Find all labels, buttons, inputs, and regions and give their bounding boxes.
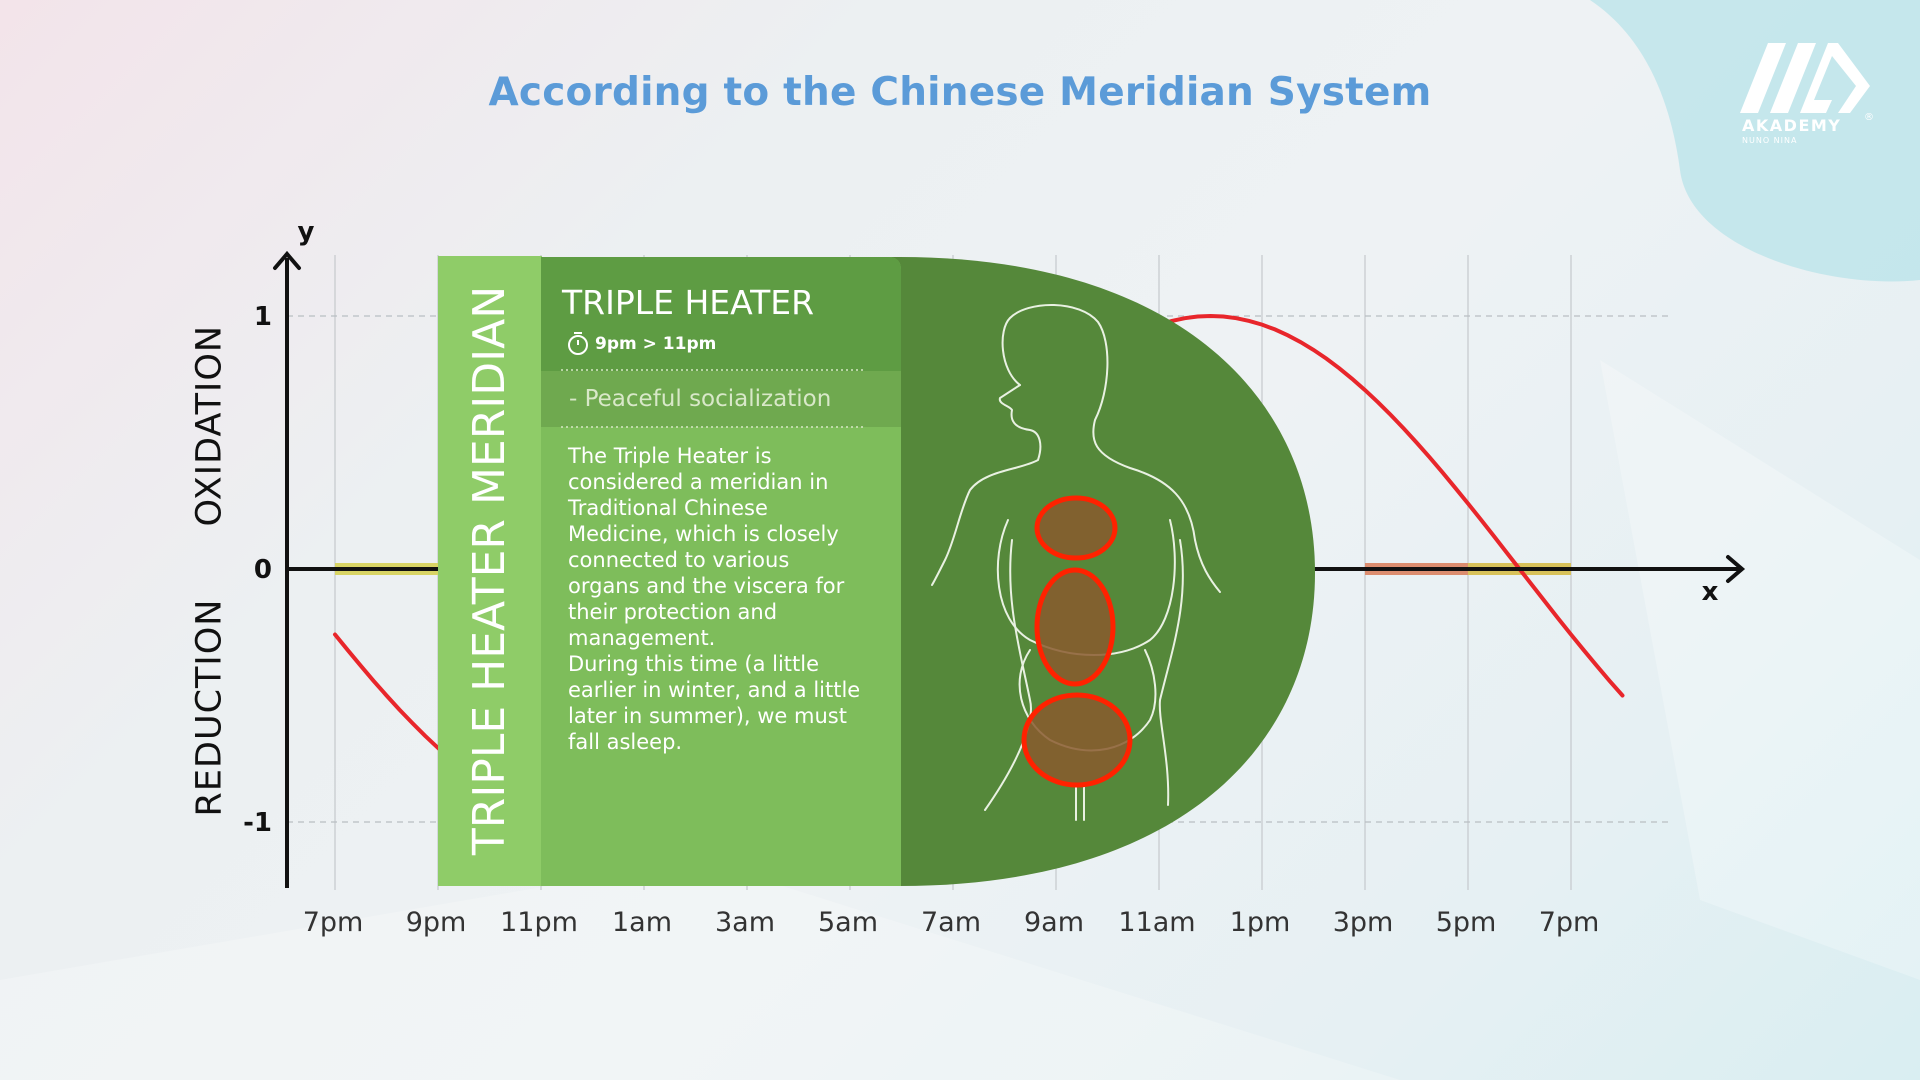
- card-band-label: TRIPLE HEATER MERIDIAN: [464, 285, 516, 855]
- y-tick-label: 0: [254, 555, 272, 585]
- card-band-label-wrap: TRIPLE HEATER MERIDIAN: [438, 255, 542, 885]
- card-body-text: The Triple Heater is considered a meridi…: [568, 444, 861, 754]
- x-tick-label: 1pm: [1230, 907, 1291, 938]
- x-axis-label: x: [1702, 577, 1719, 607]
- decor-triangle-bottom: [0, 860, 1400, 1080]
- x-axis-arrow: [1726, 555, 1746, 583]
- human-torso-organs-icon: [931, 303, 1221, 821]
- x-tick-label: 1am: [612, 907, 672, 938]
- y-axis-arrow: [273, 250, 301, 270]
- decor-top-right-swirl: [1590, 0, 1920, 282]
- x-tick-label: 7pm: [303, 907, 364, 938]
- x-tick-label: 9pm: [406, 907, 467, 938]
- card-title: TRIPLE HEATER: [562, 283, 815, 322]
- x-tick-label: 3pm: [1333, 907, 1394, 938]
- x-tick-label: 11am: [1118, 907, 1195, 938]
- y-tick-label: 1: [254, 302, 272, 332]
- organ-highlight-lower: [1021, 692, 1133, 788]
- card-subtitle-panel: [541, 371, 901, 427]
- y-tick-label: -1: [243, 808, 272, 838]
- tick-label-layer: 1 0 -1 7pm 9pm 11pm 1am 3am 5am 7am 9am 11am 1pm 3pm 5…: [243, 302, 1599, 938]
- logo-subtitle: NUNO NINA: [1742, 136, 1798, 145]
- organ-highlights: [1021, 495, 1133, 788]
- akademy-logo-icon: [1740, 43, 1870, 113]
- card-vertical-band: [438, 256, 542, 886]
- organ-highlight-middle: [1034, 567, 1116, 687]
- axis-word-reduction: REDUCTION: [189, 598, 230, 817]
- organ-highlight-upper: [1034, 495, 1118, 561]
- x-tick-label: 5am: [818, 907, 878, 938]
- info-card: [438, 256, 1315, 886]
- x-tick-label: 7am: [921, 907, 981, 938]
- stopwatch-icon: [568, 332, 588, 355]
- x-tick-label: 11pm: [500, 907, 578, 938]
- logo-registered-mark: ®: [1864, 112, 1874, 123]
- x-tick-label: 5pm: [1436, 907, 1497, 938]
- decor-triangle-right: [1600, 360, 1920, 980]
- y-axis-label: y: [298, 217, 315, 247]
- card-time: 9pm > 11pm: [595, 334, 717, 354]
- card-header-panel: [541, 257, 901, 371]
- page-title: According to the Chinese Meridian System: [488, 70, 1432, 115]
- logo-name: AKADEMY: [1742, 116, 1842, 135]
- x-tick-label: 3am: [715, 907, 775, 938]
- card-subtitle: - Peaceful socialization: [569, 386, 832, 412]
- x-tick-label: 7pm: [1539, 907, 1600, 938]
- axis-word-oxidation: OXIDATION: [189, 324, 230, 527]
- x-tick-label: 9am: [1024, 907, 1084, 938]
